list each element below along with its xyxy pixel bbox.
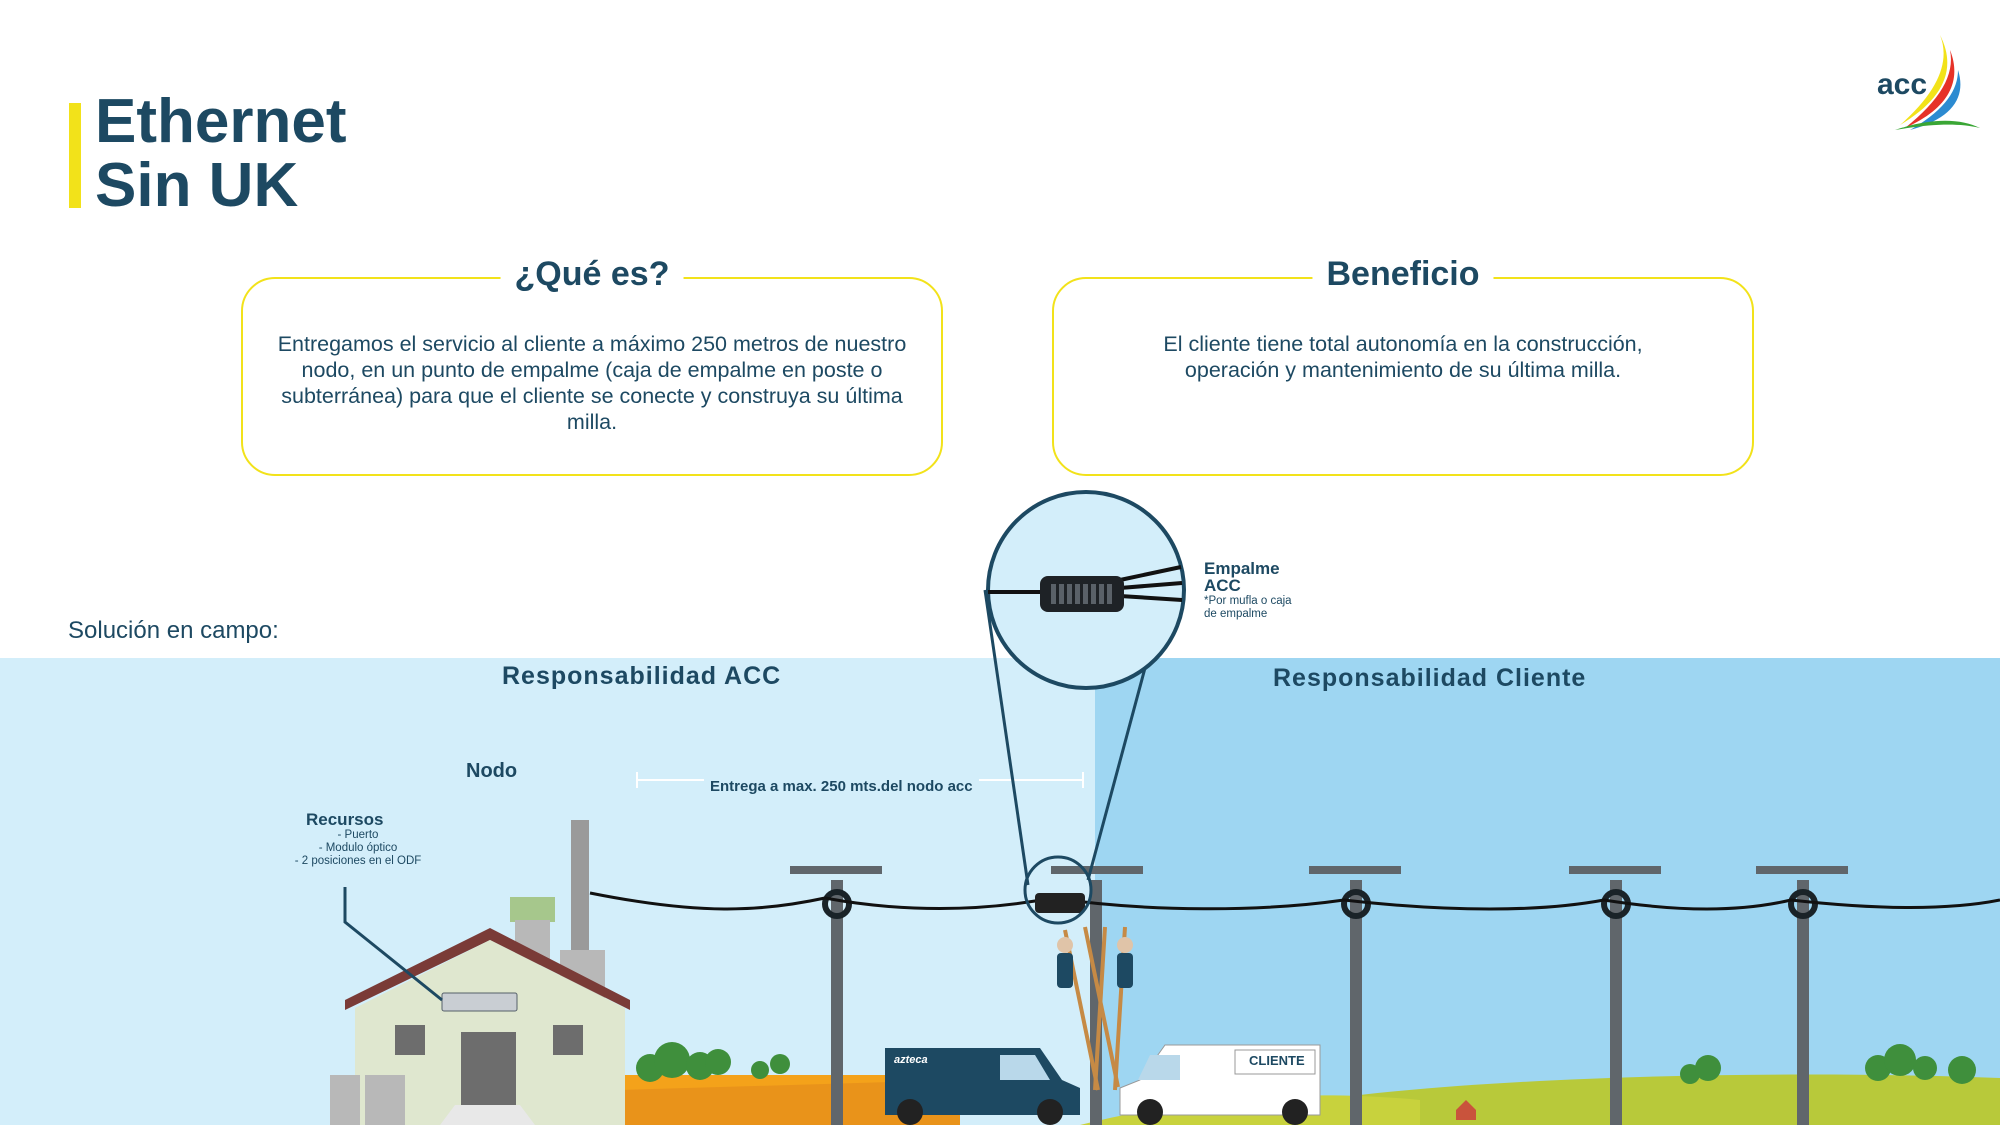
- client-van: [1119, 1044, 1321, 1125]
- resource-item: - 2 posiciones en el ODF: [294, 855, 422, 867]
- utility-poles: [790, 866, 1848, 1125]
- logo-text: acc: [1877, 68, 1928, 101]
- field-solution-label: Solución en campo:: [68, 617, 279, 644]
- client-van-label: CLIENTE: [1249, 1053, 1305, 1068]
- benefit-heading: Beneficio: [1312, 255, 1494, 294]
- what-is-card: ¿Qué es? Entregamos el servicio al clien…: [241, 255, 943, 476]
- bushes: [636, 1042, 1976, 1084]
- page-title: Ethernet Sin UK: [95, 87, 347, 220]
- node-label: Nodo: [466, 760, 518, 782]
- acc-van: [885, 1048, 1080, 1125]
- title-accent-bar: [69, 103, 81, 208]
- zone-acc-title: Responsabilidad ACC: [502, 662, 782, 690]
- odf-equipment: [441, 992, 518, 1012]
- benefit-card: Beneficio El cliente tiene total autonom…: [1052, 255, 1754, 476]
- benefit-text: El cliente tiene total autonomía en la c…: [1163, 332, 1643, 382]
- what-is-text: Entregamos el servicio al cliente a máxi…: [277, 332, 907, 434]
- resource-item: - Modulo óptico: [318, 842, 398, 854]
- technicians: [1057, 937, 1133, 988]
- what-is-heading: ¿Qué es?: [500, 255, 684, 294]
- delivery-distance-label: Entrega a max. 250 mts.del nodo acc: [704, 778, 979, 795]
- resources-title: Recursos: [306, 810, 384, 829]
- field-scene-illustration: [330, 490, 2000, 1125]
- grass-hill: [1320, 1074, 2000, 1125]
- zone-client-title: Responsabilidad Cliente: [1273, 664, 1587, 692]
- acc-logo: acc: [1870, 30, 1980, 135]
- resources-list: - Puerto - Modulo óptico - 2 posiciones …: [263, 829, 453, 868]
- splice-box-small: [1035, 893, 1085, 913]
- splice-note: *Por mufla o caja de empalme: [1204, 595, 1292, 620]
- resource-item: - Puerto: [337, 829, 379, 841]
- splice-title: Empalme ACC: [1204, 559, 1280, 595]
- acc-van-brand: azteca: [894, 1054, 928, 1066]
- logo-swoosh-icon: [1895, 35, 1980, 130]
- node-house: [330, 820, 630, 1125]
